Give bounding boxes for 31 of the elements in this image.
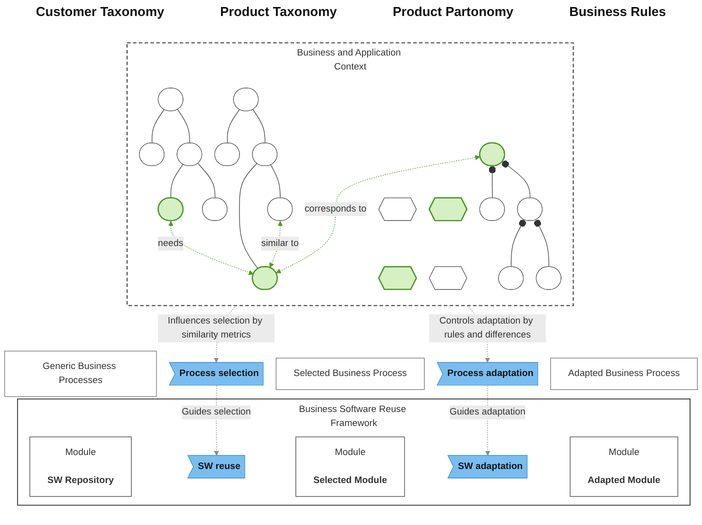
heading-label: Business Rules <box>569 4 666 19</box>
arrow <box>276 155 480 274</box>
node-box: Adapted Business Process <box>550 358 698 390</box>
connector <box>198 163 216 198</box>
connector <box>227 109 240 144</box>
connector <box>510 220 526 268</box>
node-box: Selected Business Process <box>276 358 425 390</box>
connector <box>270 164 281 198</box>
node-box: Module Selected Module <box>296 436 405 497</box>
edge-label: needs <box>158 238 184 248</box>
edge-label: Influences selection by similarity metrics <box>168 316 262 340</box>
connector <box>170 164 184 198</box>
edge-label: Controls adaptation by rules and differences <box>439 316 533 340</box>
connector <box>534 220 550 268</box>
heading-label: Customer Taxonomy <box>36 4 164 19</box>
heading-label: Product Partonomy <box>392 4 514 19</box>
node-box: Module SW Repository <box>30 436 132 497</box>
edge-label: Guides selection <box>182 407 251 418</box>
edge-label: Guides adaptation <box>450 407 526 418</box>
node-box: Generic Business Processes <box>4 350 157 397</box>
connector <box>252 109 266 144</box>
arrow <box>168 220 254 275</box>
connector <box>502 160 530 198</box>
edge-label: similar to <box>261 238 299 248</box>
connector <box>177 109 190 144</box>
node-box: Module Adapted Module <box>570 436 678 497</box>
edge-label: corresponds to <box>304 204 366 214</box>
connector <box>239 163 258 270</box>
connector <box>152 109 164 144</box>
connector <box>488 166 496 198</box>
heading-label: Product Taxonomy <box>220 4 337 19</box>
